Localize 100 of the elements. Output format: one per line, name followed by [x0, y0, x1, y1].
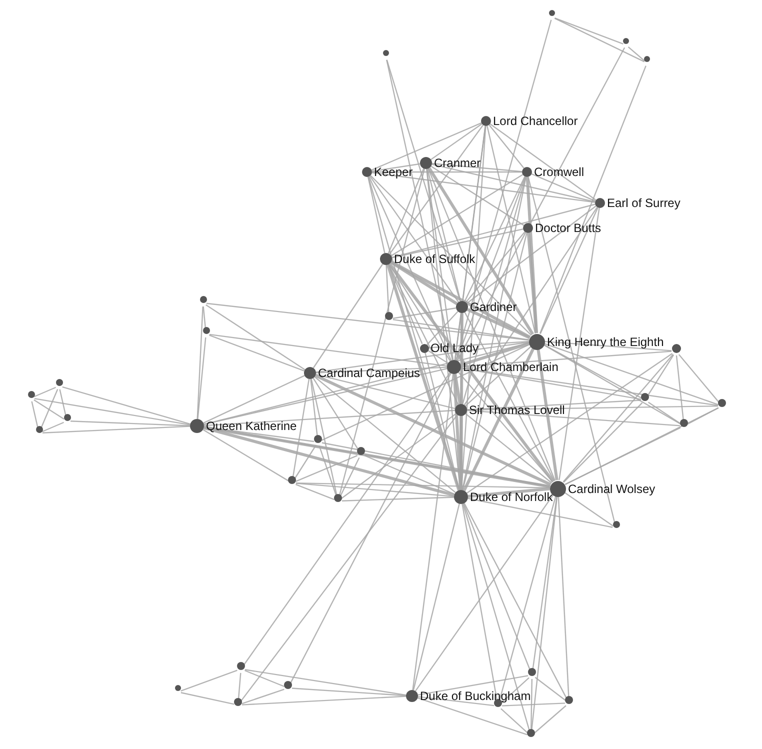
- connection-line: [418, 697, 528, 736]
- connection-line: [418, 696, 494, 706]
- connection-line: [371, 122, 482, 171]
- connection-line: [465, 413, 552, 484]
- connection-line: [454, 312, 462, 360]
- connection-line: [390, 174, 524, 256]
- connection-line: [34, 386, 56, 398]
- connection-line: [536, 348, 558, 480]
- connection-line: [466, 400, 642, 410]
- connection-line: [430, 166, 524, 226]
- node-label: Gardiner: [470, 300, 517, 314]
- connection-line: [428, 168, 556, 481]
- connection-line: [554, 18, 645, 62]
- connection-line: [34, 399, 64, 420]
- connection-line: [372, 171, 522, 173]
- connection-line: [314, 374, 552, 486]
- connection-line: [526, 232, 538, 334]
- node-label: Old Lady: [430, 341, 479, 355]
- connection-line: [204, 342, 530, 425]
- node-label: Duke of Norfolk: [470, 490, 553, 504]
- connection-line: [534, 705, 566, 734]
- connection-line: [364, 454, 550, 488]
- node-label: Lord Chancellor: [493, 114, 578, 128]
- connection-line: [554, 18, 624, 44]
- node-label: Lord Chamberlain: [463, 360, 558, 374]
- connection-line: [426, 311, 458, 346]
- connection-line: [628, 46, 646, 62]
- connection-line: [462, 232, 528, 490]
- connection-line: [388, 168, 424, 254]
- connection-line: [464, 176, 526, 302]
- connection-line: [388, 262, 554, 482]
- connection-line: [539, 66, 646, 334]
- connection-line: [466, 353, 673, 494]
- connection-line: [242, 688, 284, 704]
- connection-line: [372, 172, 596, 203]
- connection-line: [544, 343, 718, 406]
- connection-line: [240, 414, 458, 702]
- connection-line: [414, 494, 554, 692]
- connection-line: [530, 47, 626, 224]
- connection-line: [209, 334, 448, 367]
- connection-line: [412, 504, 460, 690]
- connection-line: [465, 231, 526, 303]
- connection-line: [678, 354, 720, 404]
- connection-line: [339, 457, 360, 498]
- connection-line: [296, 484, 334, 500]
- connection-line: [460, 350, 672, 368]
- connection-line: [370, 175, 532, 336]
- connection-line: [318, 446, 338, 498]
- connection-line: [242, 372, 450, 666]
- connection-line: [558, 208, 600, 480]
- connection-line: [464, 312, 555, 482]
- connection-line: [369, 176, 460, 302]
- connection-line: [502, 702, 566, 706]
- connection-line: [544, 344, 642, 399]
- connection-line: [294, 445, 316, 480]
- connection-line: [462, 176, 527, 490]
- connection-line: [204, 368, 448, 426]
- connection-line: [364, 455, 455, 495]
- connection-line: [289, 372, 452, 685]
- connection-line: [372, 163, 420, 172]
- connection-line: [467, 405, 718, 410]
- connection-line: [392, 307, 456, 319]
- connection-line: [62, 386, 190, 425]
- connection-line: [244, 670, 285, 688]
- connection-line: [204, 410, 456, 426]
- connection-line: [427, 350, 448, 364]
- connection-line: [563, 402, 643, 483]
- connection-line: [316, 374, 456, 410]
- connection-line: [296, 482, 550, 488]
- connection-line: [392, 228, 524, 258]
- connection-line: [34, 398, 190, 426]
- node-label: Doctor Butts: [535, 221, 602, 235]
- connection-line: [456, 176, 526, 361]
- node-label: Duke of Buckingham: [420, 689, 531, 703]
- node-label: Earl of Surrey: [607, 196, 680, 210]
- connection-line: [540, 207, 598, 334]
- connection-line: [500, 708, 528, 734]
- connection-line: [180, 670, 238, 692]
- connection-line: [244, 669, 406, 696]
- connection-line: [386, 264, 460, 491]
- connection-line: [209, 334, 305, 372]
- connection-line: [389, 124, 484, 254]
- connection-line: [42, 426, 190, 434]
- connection-line: [460, 367, 718, 406]
- node-label: Keeper: [374, 165, 413, 179]
- connection-line: [534, 676, 566, 702]
- connection-line: [196, 306, 204, 420]
- connection-line: [498, 496, 556, 702]
- connection-line: [197, 337, 206, 420]
- connection-line: [462, 348, 535, 492]
- connection-line: [458, 372, 554, 482]
- connection-line: [460, 368, 642, 400]
- connection-line: [468, 487, 550, 498]
- connection-line: [428, 340, 530, 348]
- connection-line: [526, 176, 538, 334]
- connection-line: [340, 413, 457, 500]
- connection-line: [338, 168, 426, 498]
- connection-line: [564, 427, 681, 485]
- connection-line: [464, 502, 568, 700]
- node-label: Cardinal Wolsey: [568, 482, 656, 496]
